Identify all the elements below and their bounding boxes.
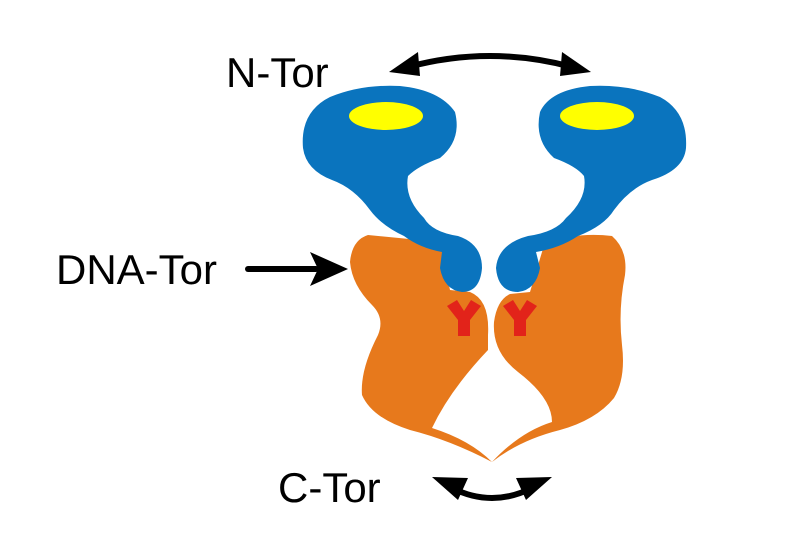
n-tor-right-domain — [496, 85, 687, 292]
c-tor-rotation-arrow-curve — [449, 485, 535, 501]
dna-tor-pointer-head — [310, 252, 348, 286]
n-tor-right-yellow-spot — [560, 102, 634, 130]
n-tor-left-yellow-spot — [349, 102, 423, 130]
c-tor-rotation-arrow-head-left — [432, 477, 468, 500]
c-tor-label: C-Tor — [278, 464, 381, 511]
n-tor-label: N-Tor — [226, 49, 329, 96]
n-tor-rotation-arrow-head-right — [560, 52, 591, 76]
dna-tor-left-domain — [350, 235, 492, 462]
n-tor-rotation-arrow-head-left — [389, 52, 420, 76]
c-tor-rotation-arrow-head-right — [516, 477, 552, 500]
active-site-left-y — [447, 300, 481, 336]
dna-tor-label: DNA-Tor — [56, 246, 218, 293]
n-tor-rotation-arrow-curve — [405, 53, 575, 70]
active-site-right-y — [503, 300, 537, 336]
dna-tor-right-domain — [492, 234, 626, 462]
n-tor-left-domain — [302, 85, 482, 292]
